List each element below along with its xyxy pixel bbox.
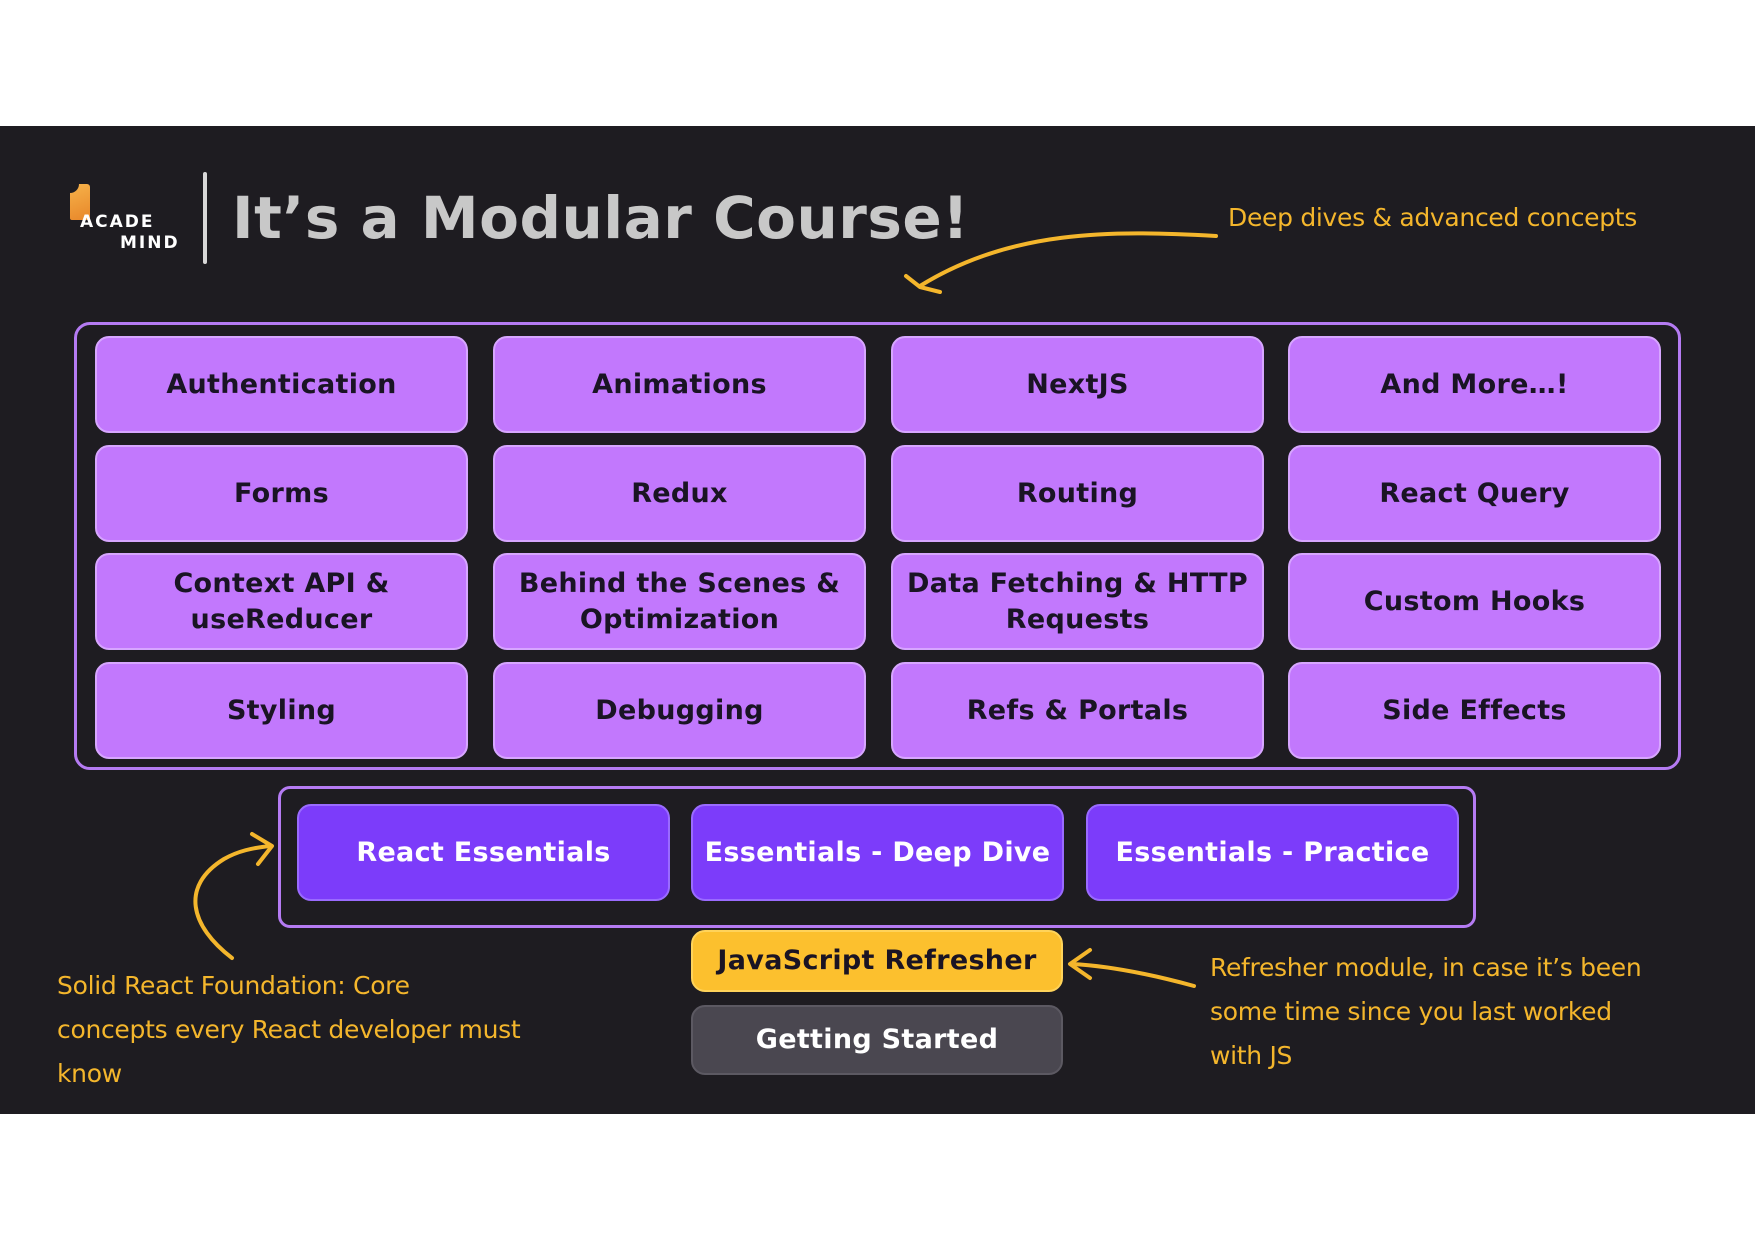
annotation-foundation: Solid React Foundation: Core concepts ev… [57,971,521,1088]
header-divider [203,172,207,264]
module-and-more[interactable]: And More…! [1288,336,1661,433]
module-refs-portals[interactable]: Refs & Portals [891,662,1264,759]
module-javascript-refresher[interactable]: JavaScript Refresher [691,930,1063,992]
module-routing[interactable]: Routing [891,445,1264,542]
module-animations[interactable]: Animations [493,336,866,433]
module-debugging[interactable]: Debugging [493,662,866,759]
module-authentication[interactable]: Authentication [95,336,468,433]
arrow-to-advanced-head-icon [904,274,942,294]
essentials-modules-frame [278,786,1476,928]
module-custom-hooks[interactable]: Custom Hooks [1288,553,1661,650]
module-react-query[interactable]: React Query [1288,445,1661,542]
arrow-to-refresher-head-icon [1068,948,1092,980]
module-redux[interactable]: Redux [493,445,866,542]
annotation-advanced: Deep dives & advanced concepts [1228,203,1638,232]
logo-text-line2: MIND [120,233,180,253]
module-getting-started[interactable]: Getting Started [691,1005,1063,1075]
arrow-to-essentials-icon [193,844,272,960]
arrow-to-refresher-icon [1070,962,1196,988]
module-side-effects[interactable]: Side Effects [1288,662,1661,759]
slide: ACADE MIND It’s a Modular Course! Deep d… [0,126,1755,1114]
logo-text-line1: ACADE [80,212,155,232]
arrow-to-essentials-head-icon [250,832,274,866]
module-essentials-practice[interactable]: Essentials - Practice [1086,804,1459,901]
module-react-essentials[interactable]: React Essentials [297,804,670,901]
page-title: It’s a Modular Course! [232,184,970,252]
module-behind-the-scenes[interactable]: Behind the Scenes & Optimization [493,553,866,650]
annotation-refresher: Refresher module, in case it’s been some… [1210,953,1642,1070]
academind-logo-icon [70,184,90,220]
academind-logo: ACADE MIND [66,184,186,254]
advanced-modules-frame [74,322,1681,770]
module-context-api-usereducer[interactable]: Context API & useReducer [95,553,468,650]
module-essentials-deep-dive[interactable]: Essentials - Deep Dive [691,804,1064,901]
module-styling[interactable]: Styling [95,662,468,759]
module-data-fetching[interactable]: Data Fetching & HTTP Requests [891,553,1264,650]
module-forms[interactable]: Forms [95,445,468,542]
module-nextjs[interactable]: NextJS [891,336,1264,433]
